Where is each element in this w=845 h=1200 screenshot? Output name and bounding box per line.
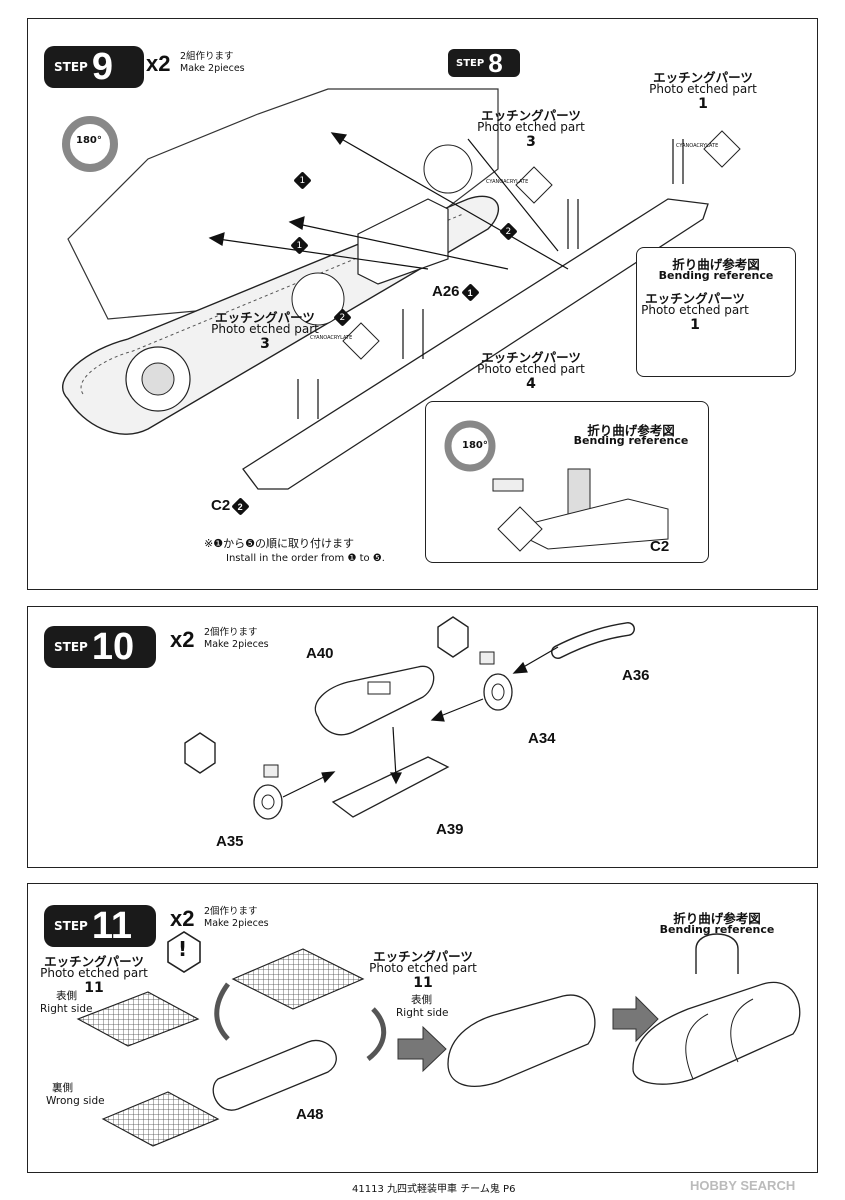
step-11-panel: STEP 11 x2 2個作ります Make 2pieces ! エッチングパー… bbox=[27, 883, 818, 1173]
step-number: 10 bbox=[91, 625, 135, 668]
install-order-marker: 1 bbox=[293, 170, 312, 190]
quantity-multiplier: x2 bbox=[170, 906, 195, 931]
rotate-180-label: 180° bbox=[76, 135, 102, 146]
part-label-a34: A34 bbox=[528, 730, 556, 747]
rotate-180-label: 180° bbox=[462, 440, 488, 451]
warning-icon: ! bbox=[178, 937, 188, 961]
quantity-note-jp: 2組作ります bbox=[180, 51, 234, 62]
bending-label-jp: 折り曲げ参考図 bbox=[673, 911, 761, 926]
wrong-side-jp: 裏側 bbox=[52, 1082, 73, 1094]
step-10-panel: STEP 10 x2 2個作ります Make 2pieces A40 A36 A… bbox=[27, 606, 818, 868]
cyanoacrylate-label: CYANOACRYLATE bbox=[486, 179, 529, 185]
quantity-note-en: Make 2pieces bbox=[180, 63, 245, 74]
install-order-note-en: Install in the order from ❶ to ❺. bbox=[226, 553, 385, 564]
part-label-a35: A35 bbox=[216, 833, 244, 850]
bending-label-en: Bending reference bbox=[573, 434, 689, 447]
step-9-illustration bbox=[61, 88, 788, 552]
quantity-note-en: Make 2pieces bbox=[204, 918, 269, 929]
pe-label-en: Photo etched part bbox=[641, 303, 749, 317]
install-order-marker: 2 bbox=[333, 307, 352, 327]
part-label-a40: A40 bbox=[306, 645, 334, 662]
pe-label-jp: エッチングパーツ bbox=[373, 949, 473, 964]
step-8-badge: STEP 8 bbox=[448, 47, 520, 78]
page-footer: 41113 九四式軽装甲車 チーム鬼 P6 bbox=[352, 1184, 516, 1195]
step-9-badge: STEP 9 bbox=[44, 46, 144, 88]
step-label: STEP bbox=[54, 640, 88, 654]
step-label: STEP bbox=[54, 60, 88, 74]
bending-label-en: Bending reference bbox=[659, 923, 775, 936]
right-side-en: Right side bbox=[40, 1003, 93, 1015]
pe-label-jp: エッチングパーツ bbox=[645, 291, 745, 306]
watermark: HOBBY SEARCH bbox=[690, 1178, 796, 1193]
pe-label-en: Photo etched part bbox=[40, 966, 148, 980]
cyanoacrylate-label: CYANOACRYLATE bbox=[676, 143, 719, 149]
pe-number: 11 bbox=[84, 980, 104, 996]
pe-label-jp: エッチングパーツ bbox=[44, 954, 144, 969]
install-order-note-jp: ※❶から❺の順に取り付けます bbox=[204, 537, 354, 550]
pe-number: 3 bbox=[260, 336, 270, 352]
pe-label-en: Photo etched part bbox=[477, 362, 585, 376]
part-label-a26: A26 1 bbox=[432, 282, 480, 302]
pe-label-jp: エッチングパーツ bbox=[653, 70, 753, 85]
pe-label-jp: エッチングパーツ bbox=[481, 350, 581, 365]
step-number: 9 bbox=[91, 45, 113, 88]
step-label: STEP bbox=[456, 57, 485, 69]
cyanoacrylate-label: CYANOACRYLATE bbox=[310, 335, 353, 341]
pe-label-en: Photo etched part bbox=[477, 120, 585, 134]
step-11-illustration bbox=[76, 931, 801, 1147]
bending-reference-inset: 折り曲げ参考図 Bending reference C2 180° bbox=[425, 401, 709, 563]
pe-label-en: Photo etched part bbox=[211, 322, 319, 336]
pe-number: 1 bbox=[698, 96, 708, 112]
quantity-note-jp: 2個作ります bbox=[204, 627, 258, 638]
pe-label-en: Photo etched part bbox=[369, 961, 477, 975]
part-label-a36: A36 bbox=[622, 667, 650, 684]
pe-number: 3 bbox=[526, 134, 536, 150]
step-number: 11 bbox=[91, 904, 132, 947]
bending-label-jp: 折り曲げ参考図 bbox=[672, 257, 760, 272]
step-10-badge: STEP 10 bbox=[44, 626, 156, 668]
step-9-panel: STEP 9 STEP 8 x2 2組作ります Make 2pieces 180… bbox=[27, 18, 818, 590]
quantity-note-en: Make 2pieces bbox=[204, 639, 269, 650]
bending-reference-box: 折り曲げ参考図 Bending reference エッチングパーツ Photo… bbox=[636, 247, 796, 377]
pe-number: 1 bbox=[690, 317, 700, 333]
bending-label-en: Bending reference bbox=[658, 269, 774, 282]
step-10-illustration bbox=[184, 616, 635, 820]
pe-label-jp: エッチングパーツ bbox=[215, 310, 315, 325]
install-order-marker: 2 bbox=[499, 221, 518, 241]
install-order-marker: 1 bbox=[290, 235, 309, 255]
right-side-jp: 表側 bbox=[411, 994, 432, 1006]
quantity-multiplier: x2 bbox=[170, 627, 195, 652]
quantity-note-jp: 2個作ります bbox=[204, 906, 258, 917]
part-label-c2: C2 bbox=[650, 538, 670, 555]
pe-label-en: Photo etched part bbox=[649, 82, 757, 96]
wrong-side-en: Wrong side bbox=[46, 1095, 105, 1107]
part-label-c2: C2 2 bbox=[211, 496, 251, 516]
pe-label-jp: エッチングパーツ bbox=[481, 108, 581, 123]
part-label-a48: A48 bbox=[296, 1106, 324, 1123]
right-side-jp: 表側 bbox=[56, 990, 77, 1002]
step-number: 8 bbox=[488, 47, 503, 78]
quantity-multiplier: x2 bbox=[146, 51, 171, 76]
step-11-badge: STEP 11 bbox=[44, 905, 156, 947]
part-label-a39: A39 bbox=[436, 821, 464, 838]
bending-label-jp: 折り曲げ参考図 bbox=[587, 423, 675, 438]
pe-number: 11 bbox=[413, 975, 433, 991]
right-side-en: Right side bbox=[396, 1007, 449, 1019]
step-label: STEP bbox=[54, 919, 88, 933]
pe-number: 4 bbox=[526, 376, 536, 392]
